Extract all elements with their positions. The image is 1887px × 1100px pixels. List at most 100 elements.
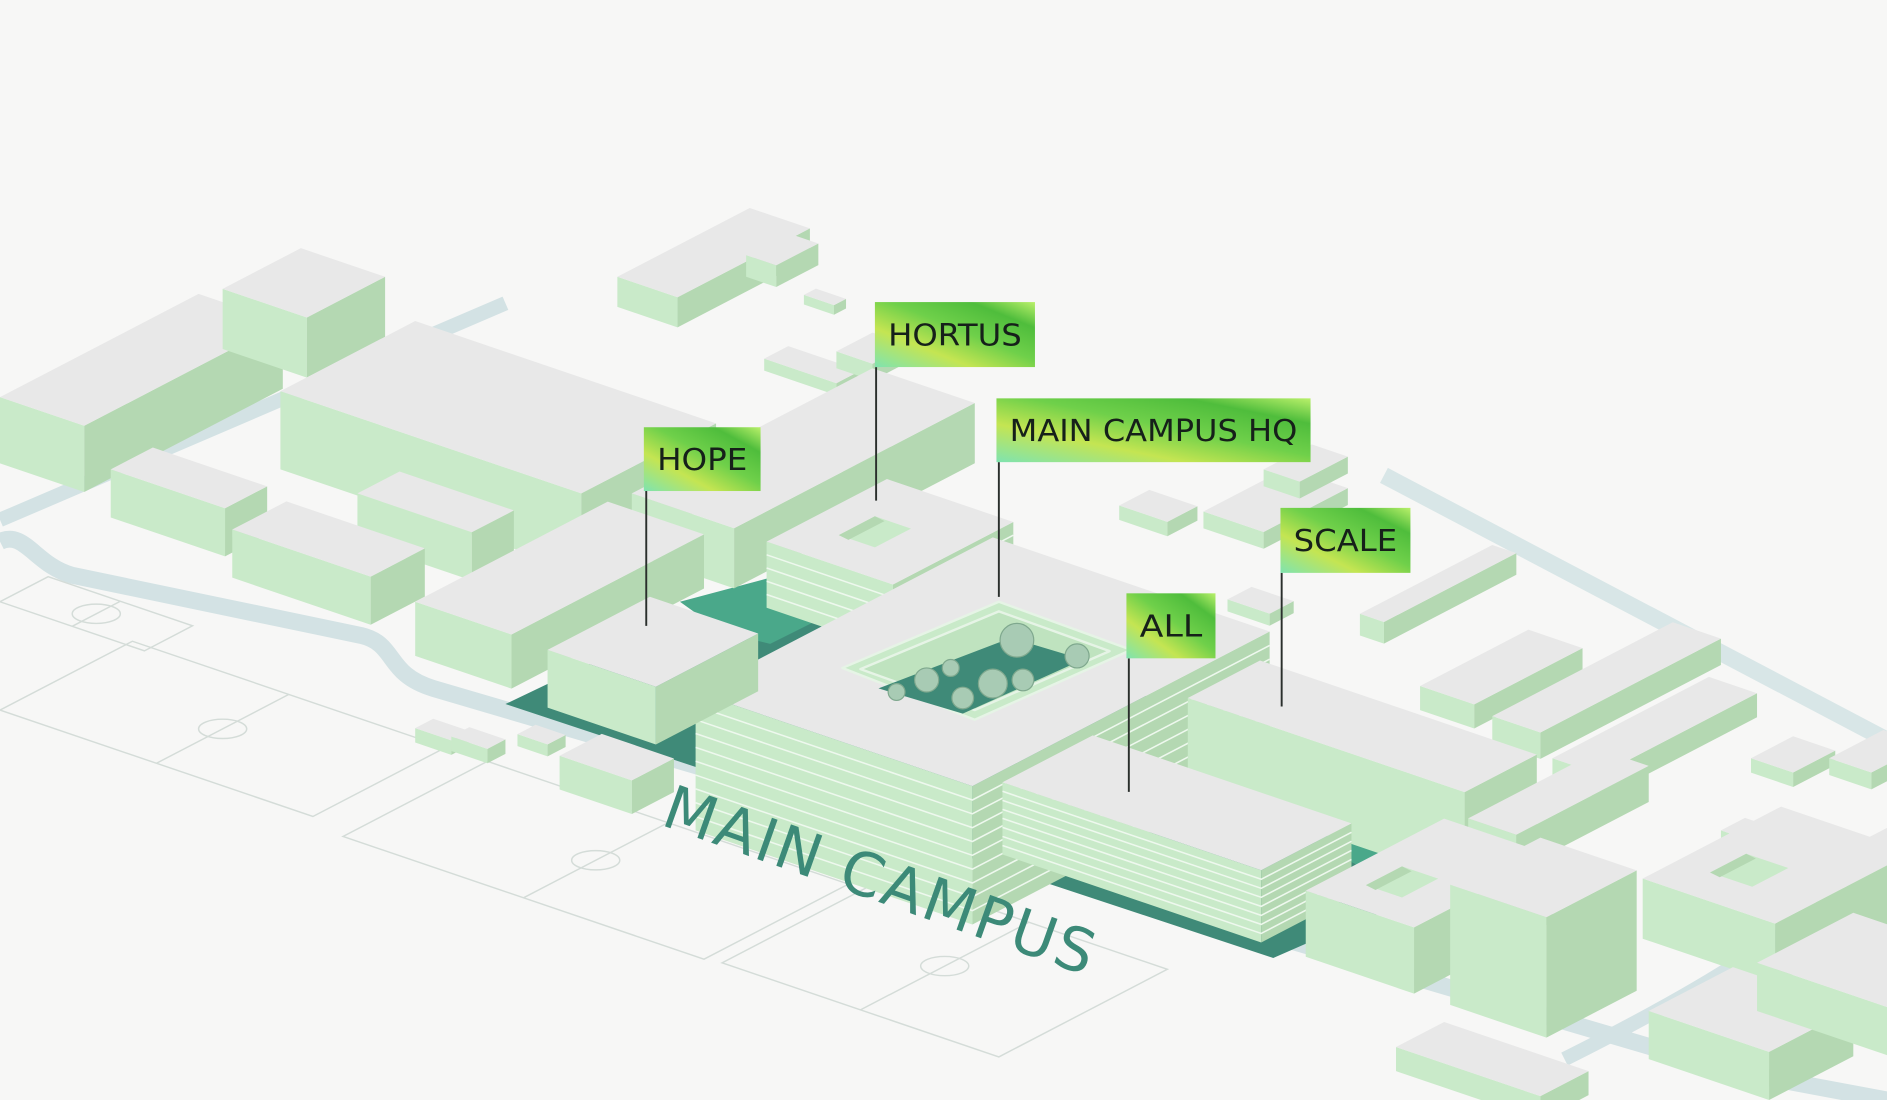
- building-roof: [1359, 544, 1517, 622]
- building: [1395, 1022, 1589, 1100]
- building-wall: [517, 734, 548, 757]
- building-wall: [370, 548, 425, 625]
- tree-icon: [1011, 668, 1035, 692]
- building: [559, 733, 674, 815]
- building-wall: [451, 736, 488, 764]
- building-roof: [617, 207, 810, 298]
- building-wall: [631, 758, 674, 815]
- tree-icon: [999, 622, 1035, 658]
- floor-line: [695, 686, 1270, 843]
- flag-banner: [1280, 507, 1411, 573]
- floor-line: [695, 658, 1270, 815]
- field-circle: [71, 603, 122, 625]
- building-wall: [617, 276, 678, 328]
- building: [1751, 736, 1836, 787]
- building: [517, 724, 566, 757]
- building-flags: HOPE HORTUS MAIN CAMPUS HQ SCALE ALL: [643, 302, 1411, 792]
- field-line: [156, 693, 290, 764]
- building: [451, 727, 506, 764]
- building-wall: [1203, 511, 1264, 549]
- flag-banner: [996, 398, 1311, 463]
- building-wall: [1540, 638, 1721, 759]
- building-courtyard: [1365, 866, 1439, 898]
- building-wall: [1871, 764, 1887, 790]
- building-courtyard: [1710, 853, 1789, 887]
- building-roof: [357, 471, 514, 533]
- field-line: [523, 822, 669, 899]
- building-wall: [1751, 758, 1794, 787]
- east-road: [1380, 467, 1887, 748]
- courtyard-wall: [1365, 866, 1412, 890]
- building-wall: [415, 728, 452, 755]
- building: [547, 596, 759, 745]
- building-wall: [1546, 870, 1637, 1038]
- flag-hope[interactable]: HOPE: [643, 427, 761, 626]
- flag-label: MAIN CAMPUS HQ: [1010, 414, 1298, 449]
- building-wall: [1359, 613, 1384, 644]
- tree-icon: [887, 682, 906, 702]
- building-roof: [1757, 912, 1887, 1007]
- flag-label: HORTUS: [888, 318, 1022, 353]
- building-wall: [547, 734, 566, 757]
- building: [1359, 544, 1517, 644]
- building-wall: [1642, 878, 1776, 984]
- building-wall: [487, 739, 506, 764]
- building-wall: [1119, 505, 1168, 537]
- building-roof: [110, 447, 268, 509]
- building-wall: [415, 601, 512, 689]
- building-roof: [1450, 837, 1637, 918]
- building-roof: [415, 501, 705, 635]
- buildings: [0, 207, 1887, 1100]
- building-roof: [559, 733, 674, 781]
- building: [1227, 586, 1294, 626]
- flag-scale[interactable]: SCALE: [1280, 507, 1411, 707]
- building: [1829, 730, 1887, 790]
- floor-line: [695, 700, 1270, 857]
- building-wall: [357, 493, 472, 581]
- tree-icon: [951, 686, 975, 710]
- building-roof: [1395, 1022, 1589, 1097]
- building-wall: [222, 288, 307, 378]
- building-roof: [547, 596, 759, 687]
- main-road: [0, 530, 1887, 1100]
- floor-line: [1002, 808, 1352, 899]
- building-roof: [0, 293, 283, 426]
- building: [746, 233, 819, 288]
- building-wall: [84, 322, 283, 492]
- building-wall: [746, 255, 777, 288]
- field-circle: [197, 718, 248, 740]
- tree-icon: [914, 667, 940, 693]
- building-roof: [1492, 622, 1721, 733]
- flag-label: SCALE: [1294, 524, 1397, 559]
- building-roof: [517, 724, 566, 745]
- flag-hq[interactable]: MAIN CAMPUS HQ: [996, 398, 1311, 597]
- flag-hortus[interactable]: HORTUS: [874, 302, 1035, 501]
- building: [357, 471, 514, 581]
- building-roof: [1829, 730, 1887, 773]
- floor-line: [1002, 790, 1352, 881]
- building-wall: [0, 397, 85, 492]
- building-wall: [1167, 506, 1198, 537]
- building-roof: [1468, 749, 1649, 835]
- building-roof: [1002, 735, 1352, 871]
- building-wall: [655, 633, 759, 745]
- building-roof: [1420, 629, 1583, 705]
- building-courtyard: [838, 516, 912, 548]
- building-wall: [1540, 1071, 1589, 1100]
- soccer-field: [0, 575, 195, 652]
- building: [222, 248, 386, 378]
- building-wall: [776, 243, 819, 288]
- building-wall: [1383, 553, 1517, 644]
- building-wall: [1757, 962, 1887, 1056]
- flag-banner: [874, 302, 1035, 368]
- field-circle: [919, 955, 970, 977]
- building-wall: [1187, 698, 1465, 883]
- building-wall: [1793, 750, 1836, 787]
- building-wall: [1450, 884, 1547, 1038]
- flag-all[interactable]: ALL: [1126, 593, 1216, 792]
- soccer-field: [720, 874, 1170, 1058]
- floor-line: [695, 672, 1270, 829]
- building-wall: [306, 276, 386, 378]
- courtyard-wall: [838, 516, 885, 540]
- building-roof: [764, 346, 861, 384]
